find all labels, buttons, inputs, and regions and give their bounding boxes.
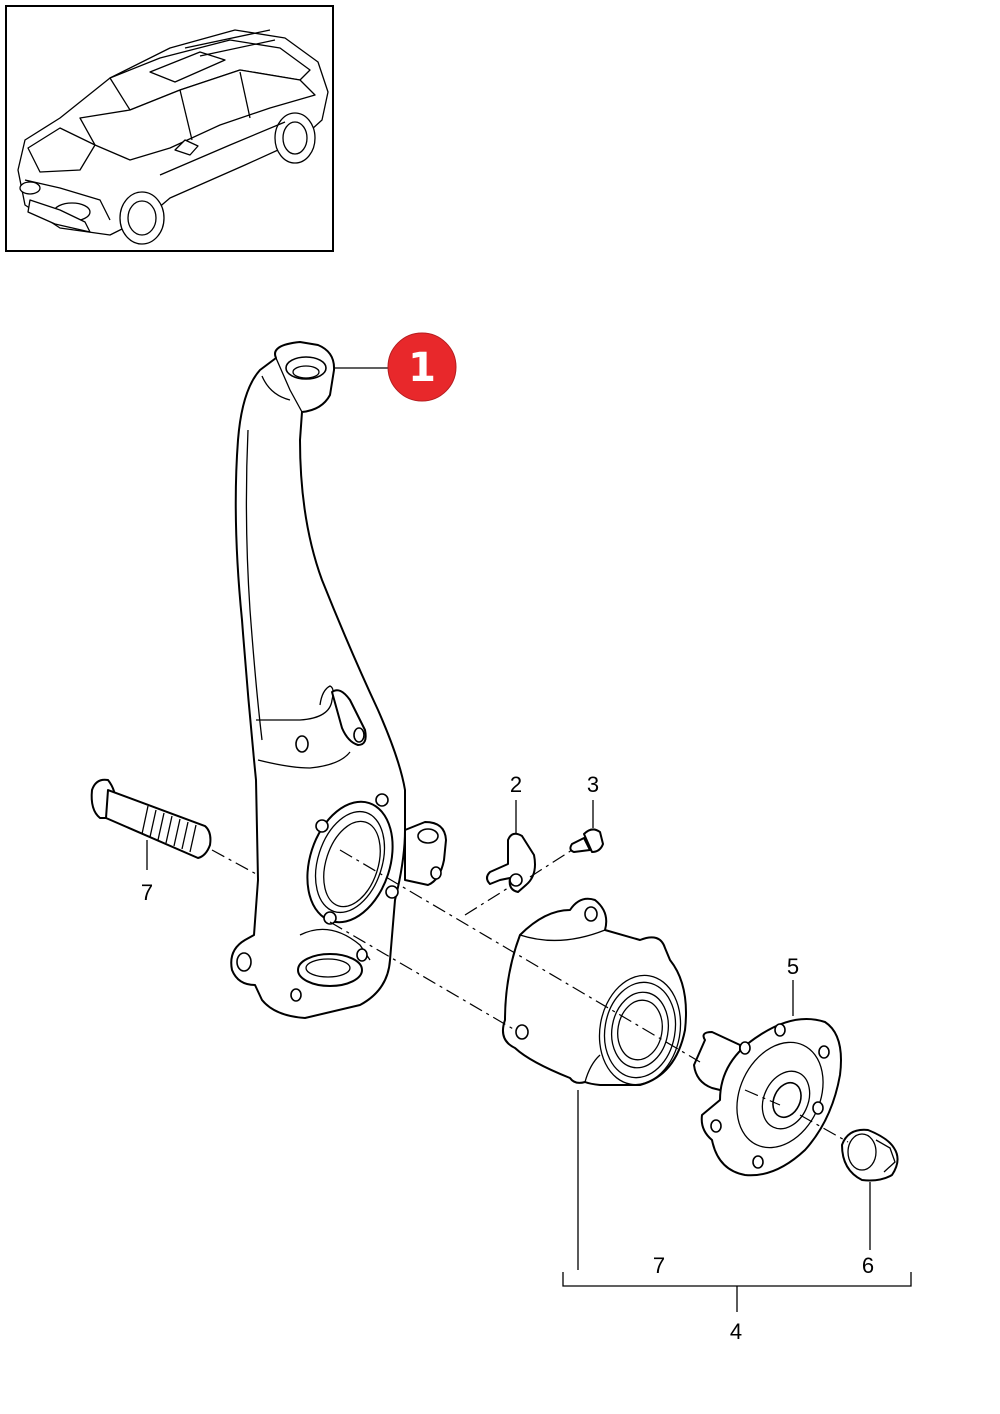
callout-7-kit: 7 bbox=[653, 1253, 665, 1278]
vehicle-thumbnail bbox=[5, 5, 334, 252]
badge-number: 1 bbox=[408, 345, 436, 391]
kit-bracket bbox=[562, 1272, 912, 1312]
suv-icon bbox=[17, 29, 329, 245]
collar-nut-6 bbox=[841, 1128, 899, 1250]
callout-2: 2 bbox=[510, 772, 522, 797]
callout-4: 4 bbox=[730, 1319, 742, 1344]
callout-badge-1: 1 bbox=[335, 332, 457, 402]
wheel-bearing-housing bbox=[502, 897, 687, 1270]
callout-3: 3 bbox=[587, 772, 599, 797]
speed-sensor-2 bbox=[486, 800, 536, 893]
wheel-hub-5 bbox=[693, 980, 842, 1177]
bolt-7 bbox=[90, 778, 212, 870]
sensor-bolt-3 bbox=[569, 800, 604, 853]
callout-7-bolt: 7 bbox=[141, 880, 153, 905]
steering-knuckle bbox=[230, 341, 447, 1019]
callout-5: 5 bbox=[787, 954, 799, 979]
assembly-axes bbox=[211, 849, 849, 1143]
callout-6: 6 bbox=[862, 1253, 874, 1278]
